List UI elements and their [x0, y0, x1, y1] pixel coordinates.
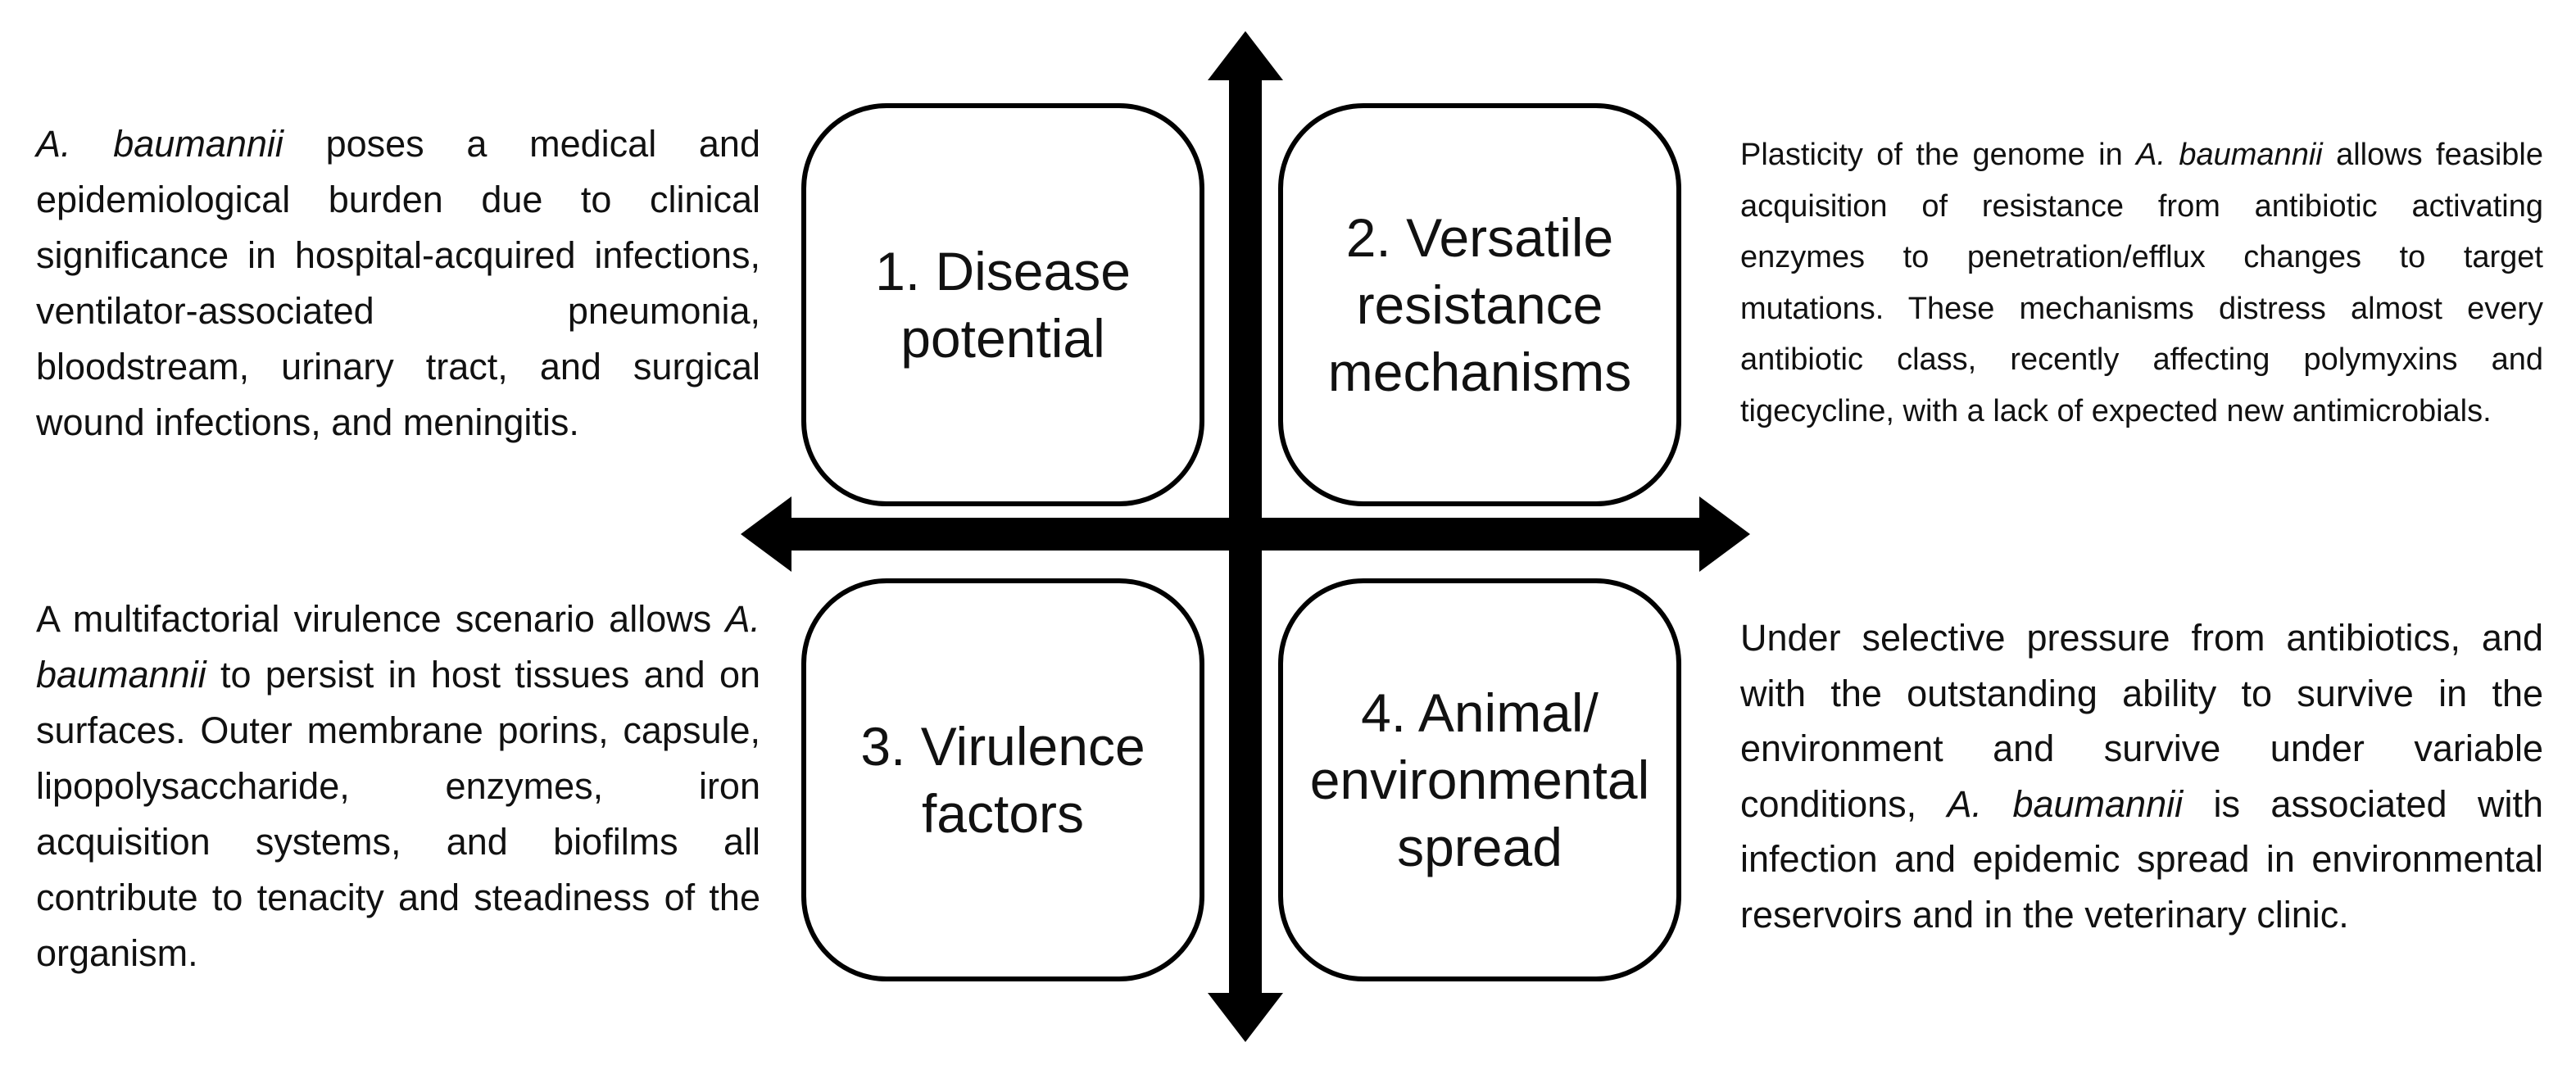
arrow-down-icon — [1208, 993, 1283, 1042]
description-virulence-factors: A multifactorial virulence scenario allo… — [36, 598, 760, 974]
quadrant-resistance-mechanisms: 2. Versatile resistance mechanisms — [1278, 103, 1681, 506]
quadrant-virulence-factors: 3. Virulence factors — [801, 578, 1204, 981]
quadrant-label: 4. Animal/ environmental spread — [1309, 682, 1650, 877]
quadrant-label: 2. Versatile resistance mechanisms — [1327, 207, 1632, 402]
quadrant-animal-environmental-spread: 4. Animal/ environmental spread — [1278, 578, 1681, 981]
arrow-right-icon — [1699, 496, 1750, 572]
arrow-left-icon — [741, 496, 791, 572]
quadrant-label: 1. Disease potential — [875, 241, 1131, 369]
description-disease-potential: A. baumannii poses a medical and epidemi… — [36, 123, 760, 443]
horizontal-axis — [787, 518, 1704, 551]
arrow-up-icon — [1208, 31, 1283, 80]
description-resistance-mechanisms: Plasticity of the genome in A. baumannii… — [1740, 138, 2543, 428]
quadrant-label: 3. Virulence factors — [860, 716, 1145, 844]
quadrant-disease-potential: 1. Disease potential — [801, 103, 1204, 506]
description-animal-environmental-spread: Under selective pressure from antibiotic… — [1740, 617, 2543, 936]
